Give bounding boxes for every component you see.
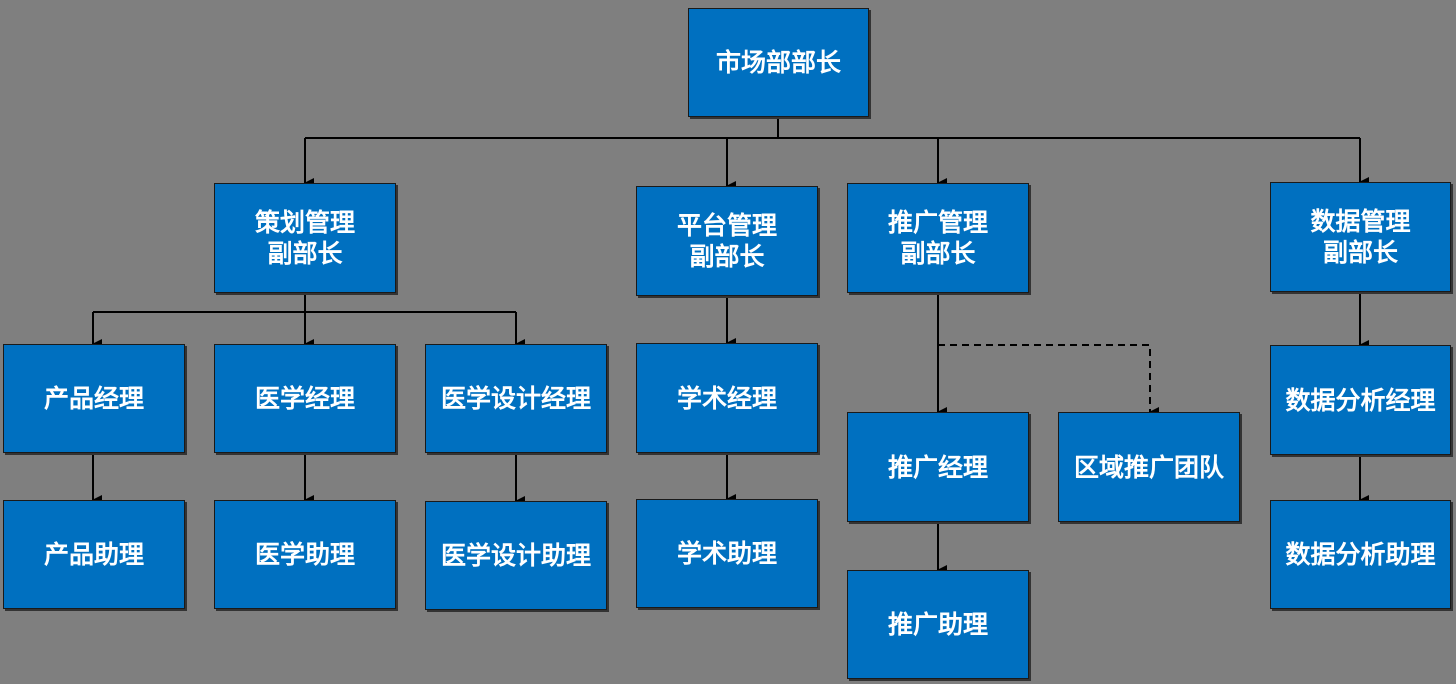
connector-dashed-to-regional-team	[938, 344, 1159, 417]
box-product-manager: 产品经理	[3, 344, 185, 453]
box-data-analysis-manager: 数据分析经理	[1270, 345, 1451, 455]
box-medical-manager: 医学经理	[214, 344, 396, 453]
box-medical-assistant: 医学助理	[214, 500, 396, 609]
box-medical-design-assistant: 医学设计助理	[425, 501, 607, 610]
box-data-analysis-assistant: 数据分析助理	[1270, 500, 1451, 609]
box-data-deputy: 数据管理 副部长	[1270, 182, 1451, 292]
box-promotion-deputy: 推广管理 副部长	[847, 183, 1029, 293]
box-product-assistant: 产品助理	[3, 500, 185, 609]
box-academic-manager: 学术经理	[636, 343, 818, 453]
box-medical-design-manager: 医学设计经理	[425, 344, 607, 453]
box-promotion-assistant: 推广助理	[847, 570, 1029, 679]
box-planning-deputy: 策划管理 副部长	[214, 183, 396, 293]
box-academic-assistant: 学术助理	[636, 499, 818, 608]
box-platform-deputy: 平台管理 副部长	[636, 186, 818, 296]
box-promotion-manager: 推广经理	[847, 412, 1029, 522]
box-regional-team: 区域推广团队	[1058, 412, 1240, 522]
box-director: 市场部部长	[688, 8, 869, 117]
